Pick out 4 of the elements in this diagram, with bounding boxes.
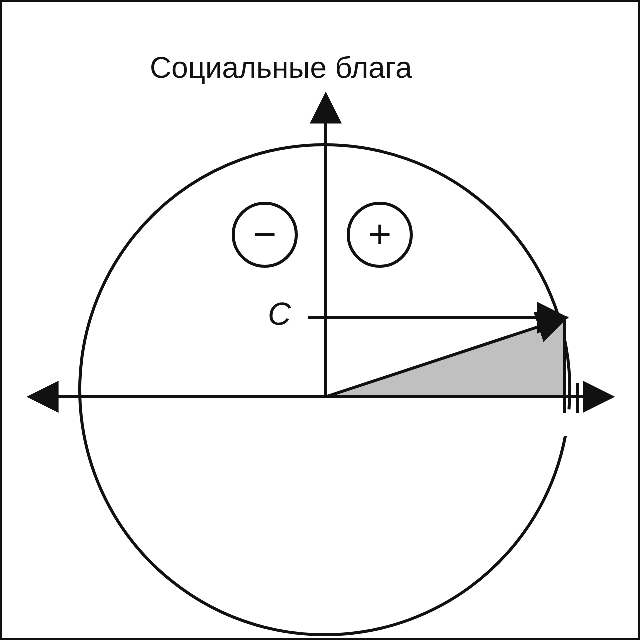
point-label: C [268,296,292,333]
axis-label: Социальные блага [150,52,412,86]
sign-circle: − [232,202,298,268]
sign-circle: + [347,202,413,268]
